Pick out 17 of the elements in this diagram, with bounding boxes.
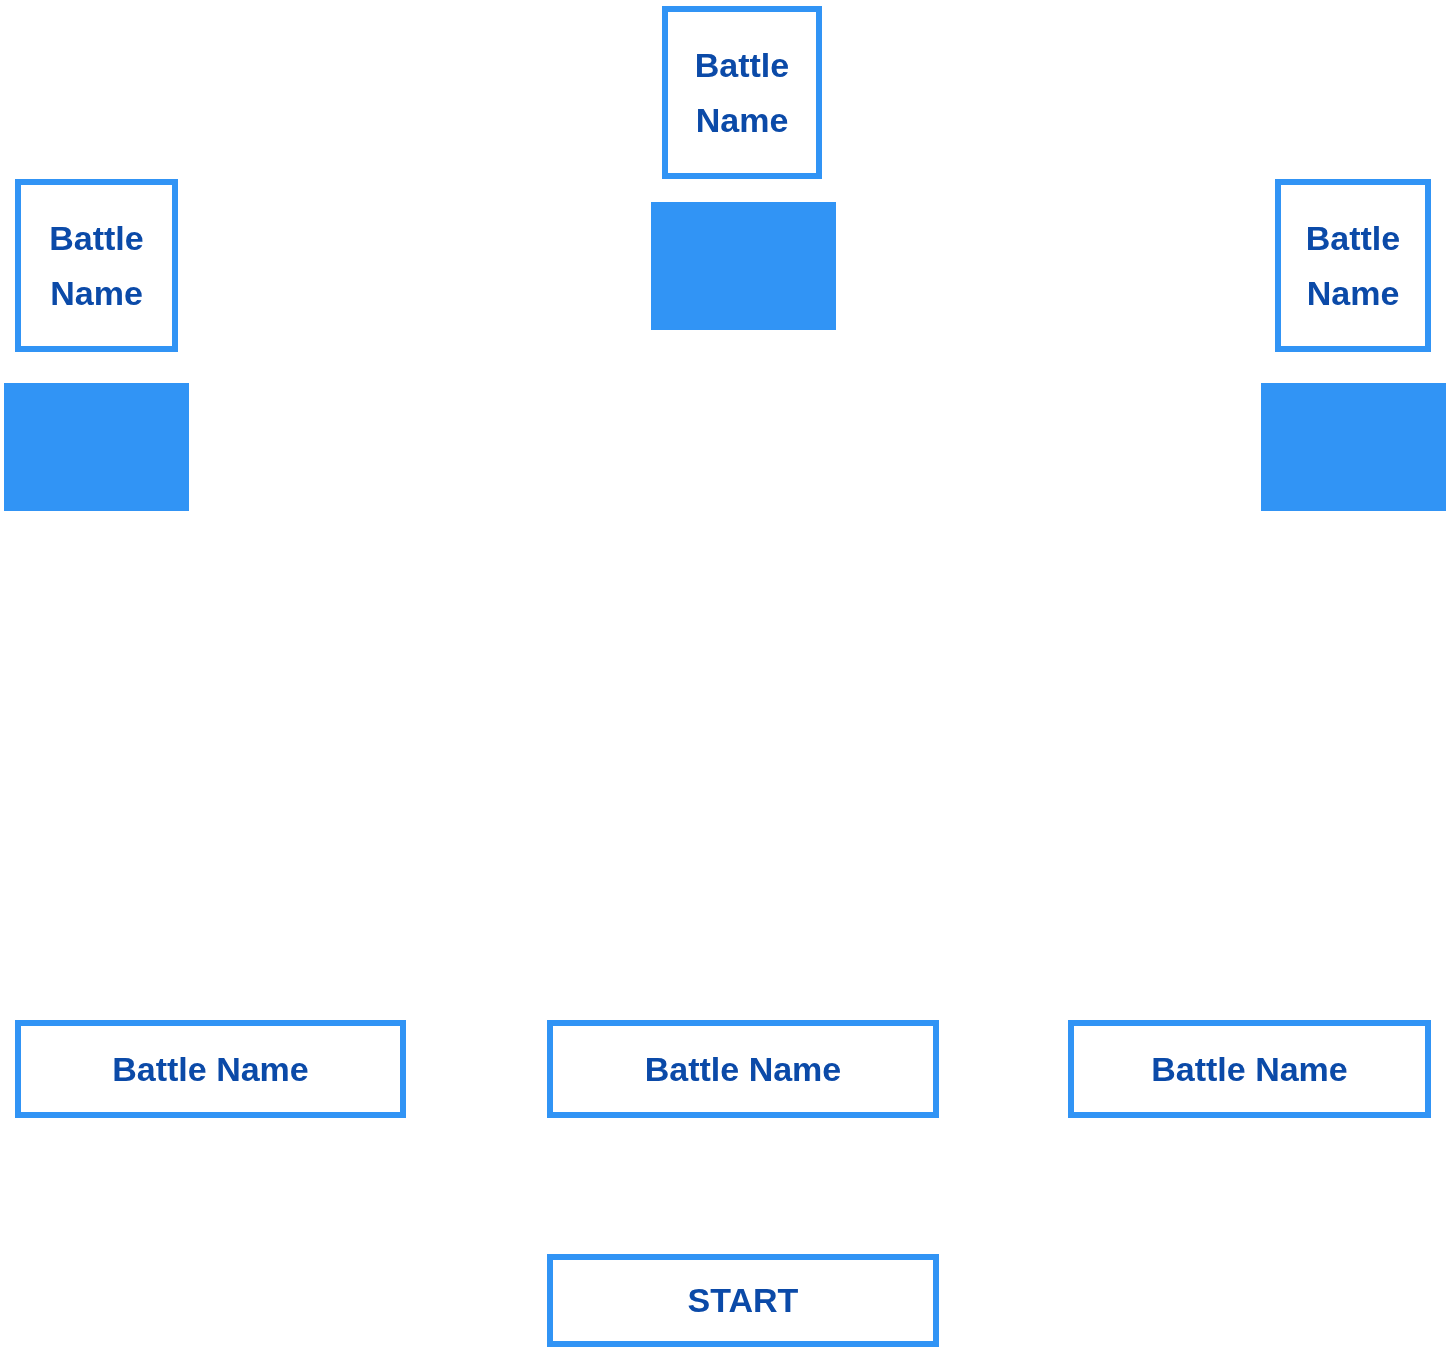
box-label: Battle Name (1304, 218, 1402, 314)
battle-box (547, 1020, 939, 1118)
battle-box (1068, 1020, 1431, 1118)
battle-box (15, 179, 178, 352)
box-label: Battle Name (693, 45, 791, 141)
battle-box (15, 1020, 406, 1118)
battle-box (662, 6, 822, 179)
filled-box (1261, 383, 1446, 511)
filled-box (4, 383, 189, 511)
box-label: Battle Name (644, 1048, 842, 1090)
box-label: Battle Name (1151, 1048, 1348, 1090)
box-label: Battle Name (48, 218, 145, 314)
battle-box (547, 1254, 939, 1347)
filled-box (651, 202, 836, 330)
box-label: START (687, 1280, 799, 1322)
battle-box (1275, 179, 1431, 352)
box-label: Battle Name (112, 1048, 309, 1090)
